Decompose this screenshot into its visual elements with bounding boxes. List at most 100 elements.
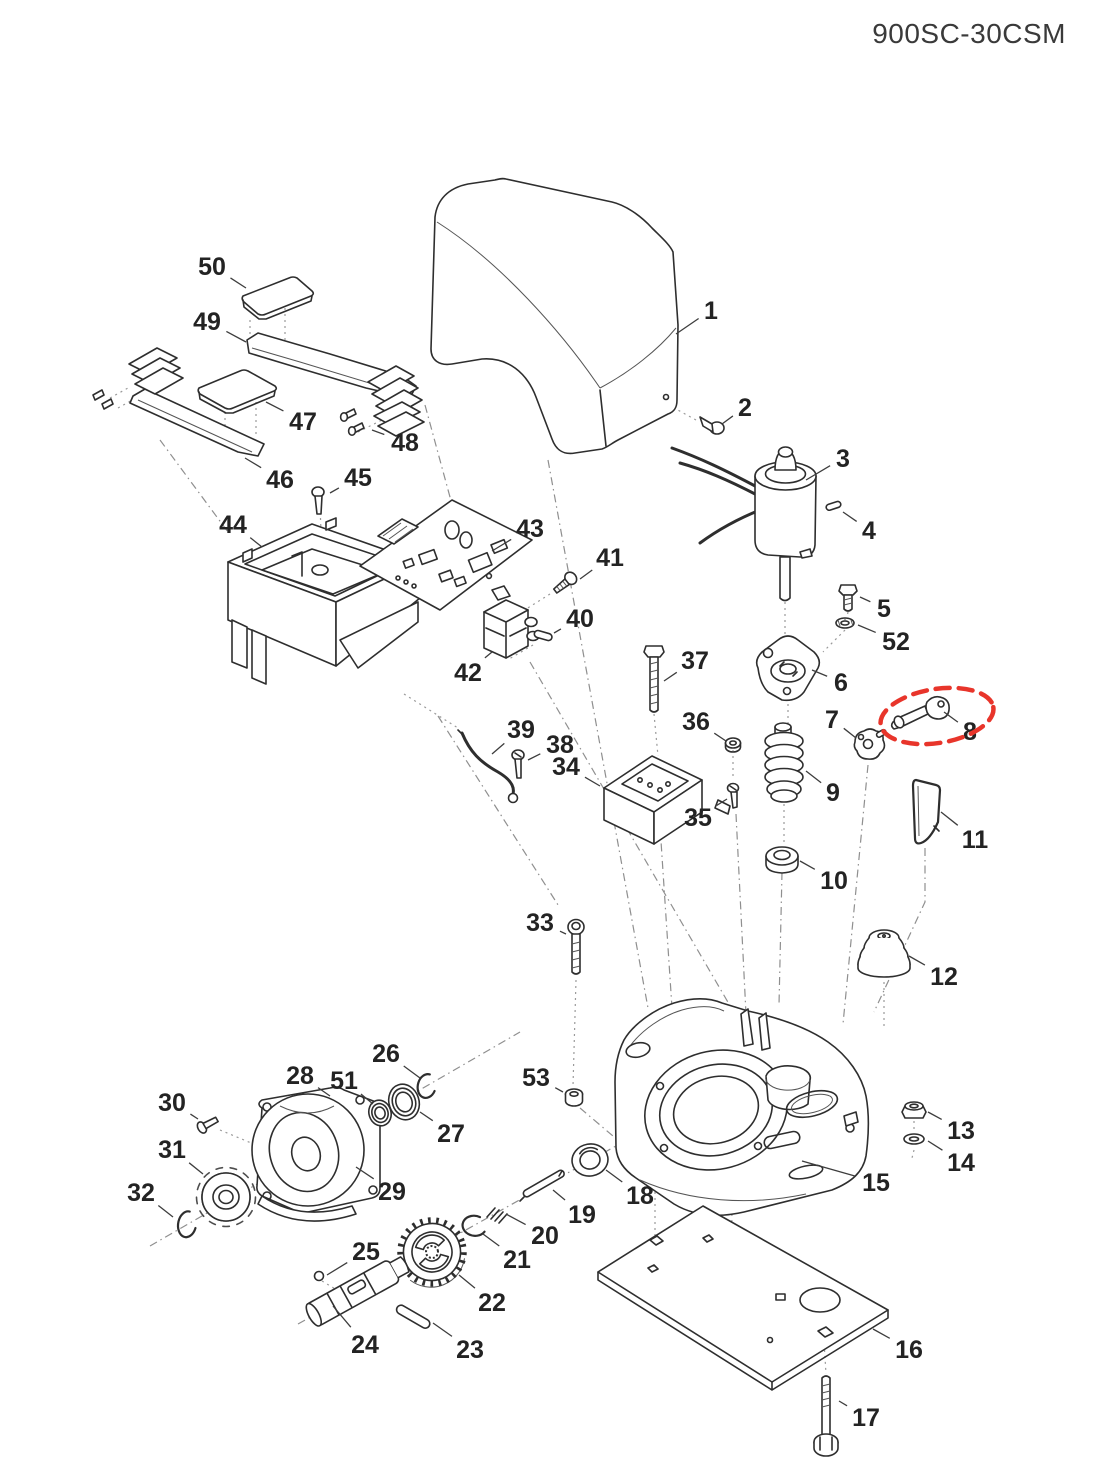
- part-label-25: 25: [352, 1238, 380, 1266]
- part-23-key: [395, 1304, 431, 1329]
- part-28-29-bell-housing: [251, 1086, 382, 1222]
- part-17-bolt: [813, 1375, 839, 1457]
- part-8-release-key: [890, 695, 950, 730]
- leader-line-3: [805, 465, 831, 481]
- part-label-27: 27: [437, 1120, 465, 1148]
- small-screw: [92, 389, 105, 401]
- part-21-oring: [461, 1214, 486, 1237]
- leader-line-32: [157, 1205, 174, 1218]
- part-label-17: 17: [852, 1404, 880, 1432]
- part-11-plate: [911, 778, 942, 845]
- part-label-40: 40: [566, 605, 594, 633]
- part-47-rubber-pad: [197, 369, 278, 414]
- spring-bracket-right-lower: [373, 401, 425, 437]
- box-leg: [231, 619, 248, 669]
- leader-line-28: [317, 1087, 331, 1097]
- part-label-10: 10: [820, 867, 848, 895]
- part-label-2: 2: [738, 394, 752, 422]
- part-38-screw: [511, 749, 525, 779]
- part-label-39: 39: [507, 716, 535, 744]
- leader-line-27: [419, 1111, 434, 1122]
- part-34-transformer: [603, 755, 703, 845]
- leader-line-15: [801, 1160, 856, 1177]
- part-36-nut: [724, 737, 742, 753]
- leader-line-17: [838, 1400, 848, 1407]
- part-label-13: 13: [947, 1117, 975, 1145]
- leader-line-42: [484, 651, 493, 659]
- small-screw: [101, 398, 114, 410]
- leader-line-14: [927, 1140, 943, 1151]
- leader-line-29: [355, 1166, 375, 1180]
- part-6-flange: [755, 635, 821, 702]
- leader-line-25: [326, 1261, 348, 1276]
- box-leg: [251, 629, 267, 685]
- part-label-6: 6: [834, 669, 848, 697]
- leader-line-11: [940, 811, 959, 826]
- part-22-gear: [397, 1217, 467, 1288]
- motor-shaft: [779, 556, 791, 602]
- part-53-nut: [564, 1088, 584, 1107]
- leader-line-23: [432, 1322, 453, 1337]
- leader-line-24: [332, 1305, 352, 1328]
- part-49-bracket-strip: [246, 332, 425, 437]
- part-label-31: 31: [158, 1136, 186, 1164]
- part-label-5: 5: [877, 595, 891, 623]
- part-27-bearing: [387, 1083, 421, 1121]
- part-37-bolt: [643, 645, 665, 713]
- leader-line-20: [505, 1213, 526, 1226]
- leader-line-21: [482, 1233, 500, 1247]
- leader-line-16: [872, 1328, 891, 1339]
- part-label-15: 15: [862, 1169, 890, 1197]
- part-label-14: 14: [947, 1149, 975, 1177]
- part-30-screw: [196, 1116, 219, 1134]
- leader-line-38: [527, 753, 541, 761]
- part-label-36: 36: [682, 708, 710, 736]
- part-label-50: 50: [198, 253, 226, 281]
- part-9-worm-gear: [764, 722, 804, 803]
- part-12-cap: [857, 929, 911, 978]
- part-label-46: 46: [266, 466, 294, 494]
- part-label-19: 19: [568, 1201, 596, 1229]
- leader-line-34: [584, 776, 601, 787]
- part-label-45: 45: [344, 464, 372, 492]
- part-32-circlip: [176, 1210, 197, 1239]
- part-label-51: 51: [330, 1067, 358, 1095]
- part-42-limit-switch: [483, 585, 540, 659]
- part-45-screw: [311, 486, 325, 515]
- part-18-bearing: [571, 1143, 609, 1177]
- part-1-cover: [430, 177, 679, 455]
- housing-prong: [758, 1012, 771, 1051]
- part-7-release-cam: [853, 728, 887, 760]
- leader-line-4: [842, 511, 858, 522]
- part-label-52: 52: [882, 628, 910, 656]
- leader-line-43: [491, 538, 512, 552]
- part-5-screw: [838, 584, 858, 612]
- part-label-12: 12: [930, 963, 958, 991]
- part-label-4: 4: [862, 517, 876, 545]
- part-label-9: 9: [826, 779, 840, 807]
- leader-line-6: [811, 669, 828, 677]
- box-flap: [339, 601, 419, 669]
- leader-line-53: [554, 1087, 564, 1093]
- leader-line-5: [859, 596, 871, 603]
- part-label-32: 32: [127, 1179, 155, 1207]
- part-label-33: 33: [526, 909, 554, 937]
- leader-line-31: [188, 1162, 204, 1175]
- part-label-29: 29: [378, 1178, 406, 1206]
- leader-line-22: [458, 1274, 476, 1289]
- part-label-41: 41: [596, 544, 624, 572]
- spring-bracket-left: [128, 347, 184, 395]
- leader-line-48: [371, 429, 385, 436]
- part-label-21: 21: [503, 1246, 531, 1274]
- part-4-pin: [825, 500, 842, 512]
- leader-line-39: [491, 742, 505, 755]
- leader-line-35: [716, 798, 728, 806]
- part-16-base-plate: [597, 1205, 889, 1391]
- leader-line-51: [360, 1093, 374, 1105]
- part-label-42: 42: [454, 659, 482, 687]
- part-label-7: 7: [825, 706, 839, 734]
- leader-line-50: [230, 277, 247, 289]
- part-label-22: 22: [478, 1289, 506, 1317]
- part-label-26: 26: [372, 1040, 400, 1068]
